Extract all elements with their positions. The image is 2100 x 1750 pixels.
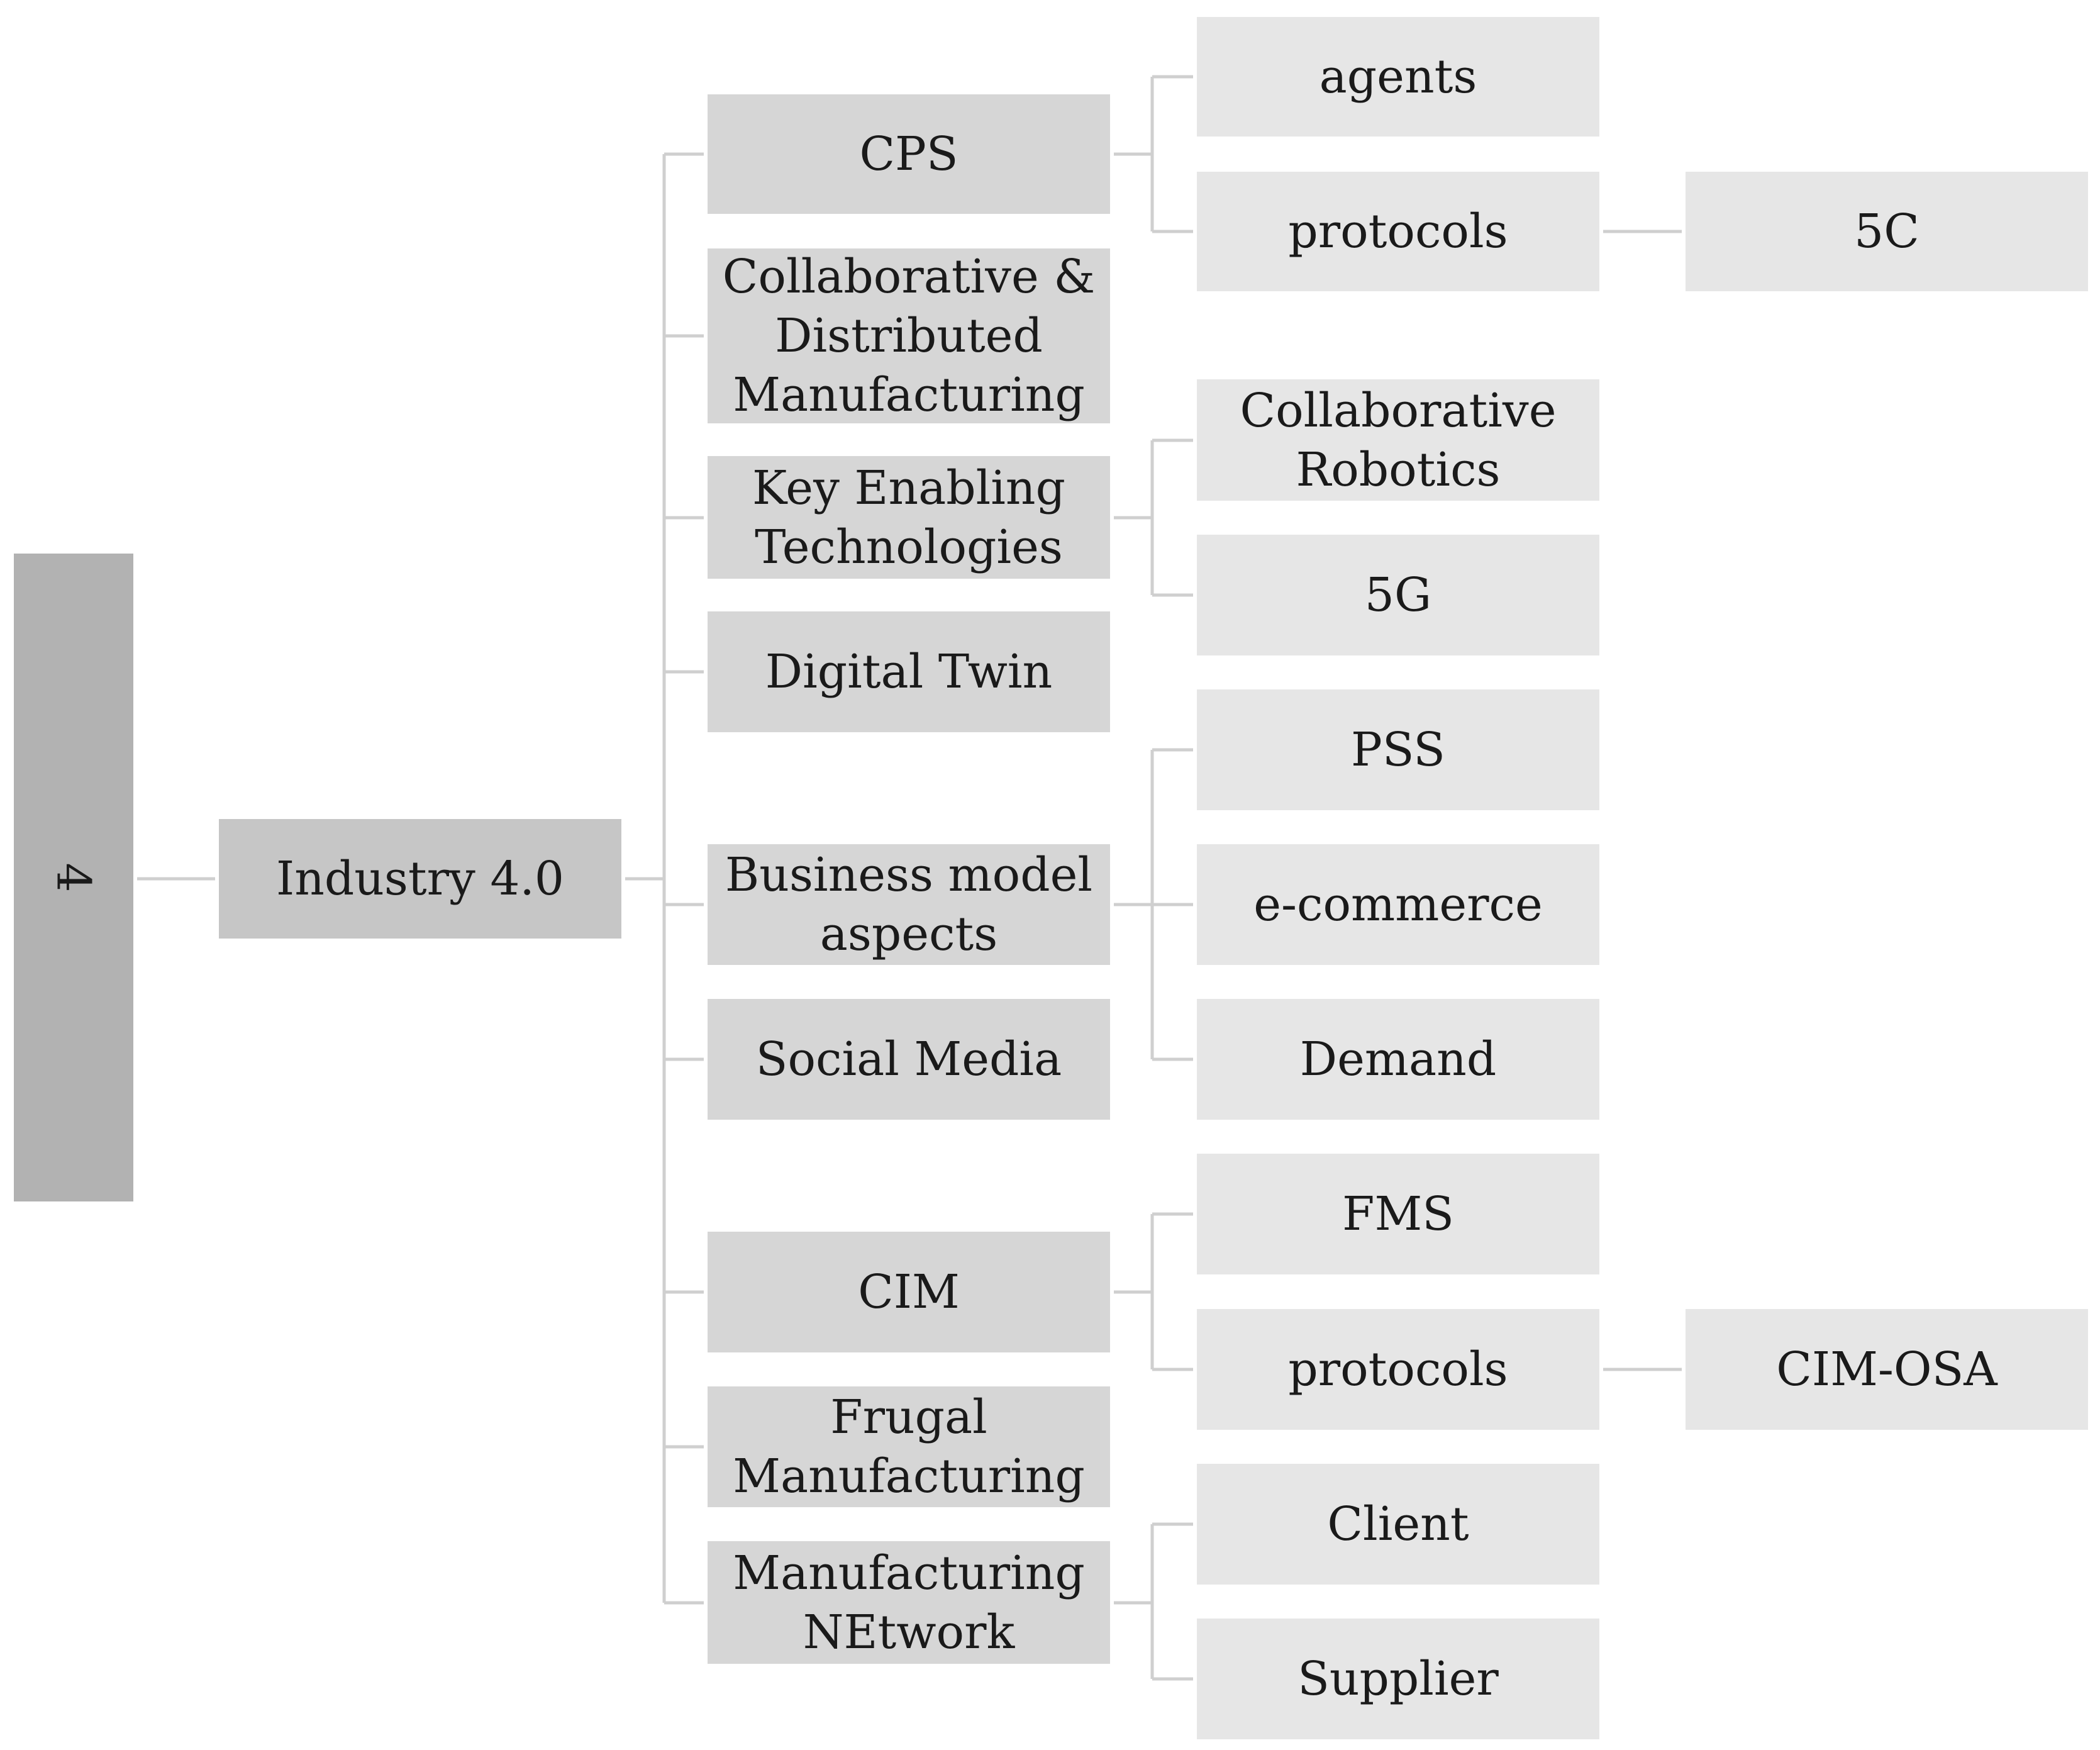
root-node-label: 4 <box>47 862 101 893</box>
cim-osa-node: CIM-OSA <box>1686 1309 2088 1430</box>
fms-node: FMS <box>1197 1154 1599 1274</box>
demand-label: Demand <box>1299 1032 1497 1086</box>
digital-twin-node: Digital Twin <box>708 611 1110 732</box>
5g-label: 5G <box>1364 568 1432 622</box>
social-media-label: Social Media <box>755 1032 1062 1086</box>
pss-node: PSS <box>1197 689 1599 810</box>
root-node: 4 <box>14 554 133 1201</box>
supplier-label: Supplier <box>1297 1652 1499 1706</box>
cim-label: CIM <box>858 1265 960 1319</box>
e-commerce-node: e-commerce <box>1197 844 1599 965</box>
manufacturing-network-label: Manufacturing NEtwork <box>733 1546 1085 1659</box>
client-label: Client <box>1327 1497 1469 1551</box>
key-enabling-technologies-label: Key Enabling Technologies <box>752 460 1065 574</box>
key-enabling-technologies-node: Key Enabling Technologies <box>708 456 1110 579</box>
frugal-manufacturing-node: Frugal Manufacturing <box>708 1386 1110 1507</box>
collaborative-robotics-label: Collaborative Robotics <box>1240 383 1557 497</box>
collaborative-distributed-manufacturing-node: Collaborative & Distributed Manufacturin… <box>708 248 1110 423</box>
5g-node: 5G <box>1197 535 1599 655</box>
client-node: Client <box>1197 1464 1599 1585</box>
social-media-node: Social Media <box>708 999 1110 1120</box>
cps-label: CPS <box>859 127 958 181</box>
demand-node: Demand <box>1197 999 1599 1120</box>
pss-label: PSS <box>1351 723 1445 777</box>
frugal-manufacturing-label: Frugal Manufacturing <box>733 1390 1085 1503</box>
protocols-cim-label: protocols <box>1288 1342 1508 1396</box>
protocols-cps-label: protocols <box>1288 204 1508 259</box>
e-commerce-label: e-commerce <box>1253 878 1543 932</box>
protocols-cim-node: protocols <box>1197 1309 1599 1430</box>
agents-node: agents <box>1197 17 1599 137</box>
industry-4-0-label: Industry 4.0 <box>275 852 565 906</box>
business-model-aspects-node: Business model aspects <box>708 844 1110 965</box>
cim-osa-label: CIM-OSA <box>1776 1342 1997 1396</box>
collaborative-distributed-manufacturing-label: Collaborative & Distributed Manufacturin… <box>722 250 1096 422</box>
protocols-cps-node: protocols <box>1197 172 1599 291</box>
5c-label: 5C <box>1854 204 1919 259</box>
digital-twin-label: Digital Twin <box>765 645 1053 699</box>
business-model-aspects-label: Business model aspects <box>725 848 1093 961</box>
agents-label: agents <box>1319 50 1477 104</box>
cim-node: CIM <box>708 1232 1110 1352</box>
supplier-node: Supplier <box>1197 1619 1599 1739</box>
industry-4-0-node: Industry 4.0 <box>219 819 621 939</box>
cps-node: CPS <box>708 94 1110 214</box>
collaborative-robotics-node: Collaborative Robotics <box>1197 379 1599 501</box>
5c-node: 5C <box>1686 172 2088 291</box>
fms-label: FMS <box>1342 1187 1454 1241</box>
manufacturing-network-node: Manufacturing NEtwork <box>708 1541 1110 1664</box>
